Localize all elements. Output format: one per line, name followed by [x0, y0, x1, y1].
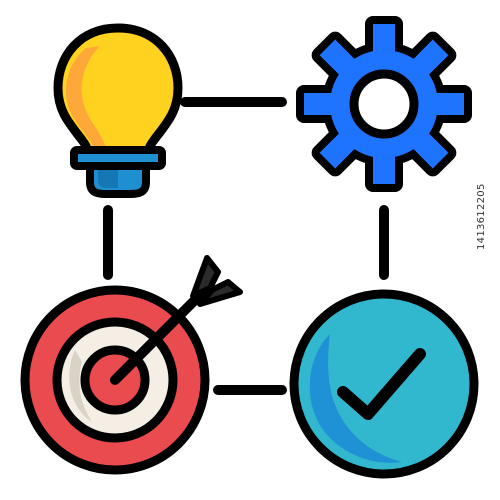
target-icon: [20, 255, 243, 475]
checkmark-icon: [289, 289, 479, 479]
stock-id-text: 1413612205: [476, 183, 487, 250]
lightbulb-icon: [53, 23, 183, 198]
connector-lines: [103, 97, 389, 395]
gear-icon: [296, 16, 472, 192]
